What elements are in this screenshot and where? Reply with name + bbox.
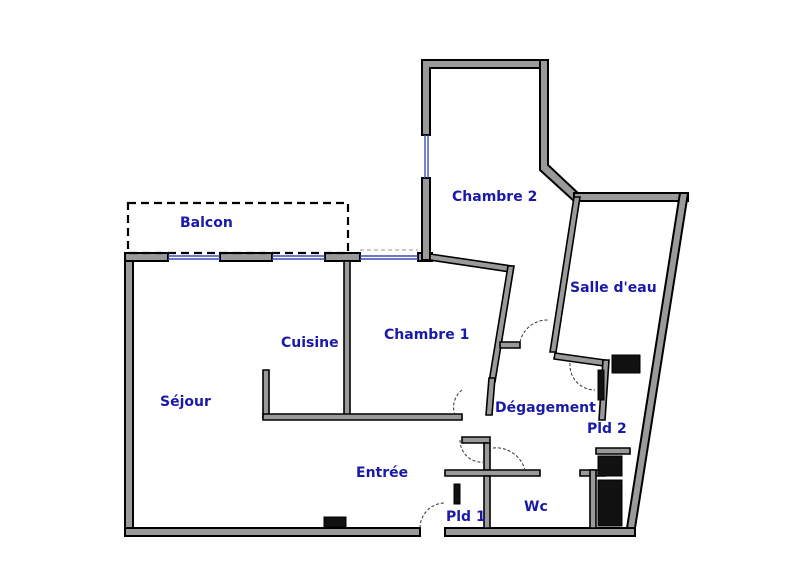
- outer-walls: [124, 59, 690, 537]
- balcony-outline: [126, 201, 350, 255]
- label-chambre2: Chambre 2: [452, 189, 537, 205]
- label-chambre1: Chambre 1: [384, 327, 469, 343]
- label-balcon: Balcon: [180, 215, 233, 231]
- label-entree: Entrée: [356, 465, 408, 481]
- label-wc: Wc: [524, 499, 548, 515]
- doors: [419, 319, 596, 529]
- label-degagement: Dégagement: [495, 400, 596, 416]
- label-cuisine: Cuisine: [281, 335, 339, 351]
- windows: [168, 135, 429, 260]
- inner-walls: [262, 196, 631, 529]
- label-pld1: Pld 1: [446, 509, 486, 525]
- room-labels: Balcon Chambre 2 Salle d'eau Cuisine Cha…: [160, 189, 657, 525]
- label-salle-eau: Salle d'eau: [570, 280, 657, 296]
- label-sejour: Séjour: [160, 394, 211, 410]
- label-pld2: Pld 2: [587, 421, 627, 437]
- fixtures: [323, 354, 641, 528]
